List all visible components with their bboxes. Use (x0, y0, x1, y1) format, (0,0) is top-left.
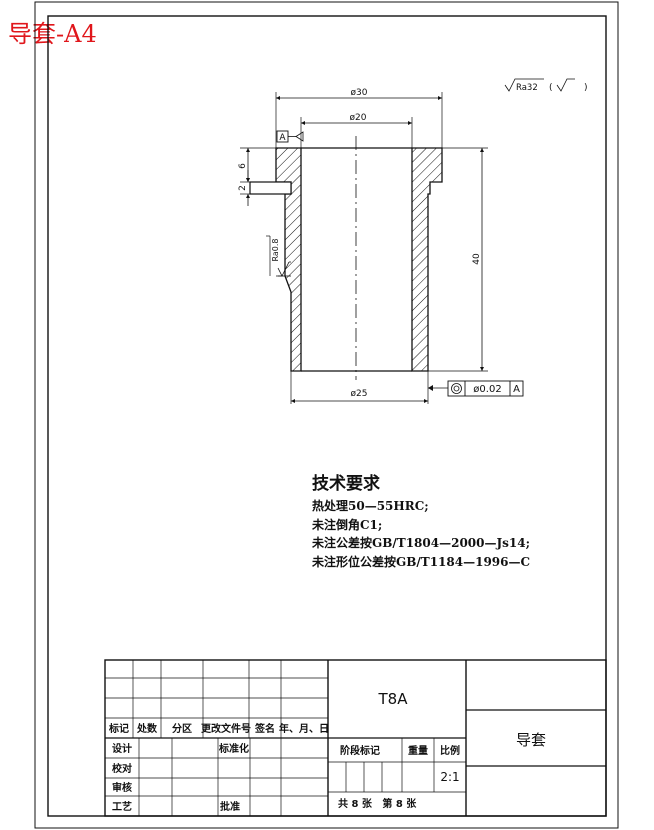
tb-role-review: 审核 (112, 781, 132, 794)
wall-roughness-value: Ra0.8 (271, 238, 280, 261)
tb-stage-mark: 阶段标记 (340, 744, 380, 757)
dim-bottom-dia: ø25 (351, 389, 368, 399)
drawing-caption: 导套-A4 (8, 20, 97, 48)
tb-header-zone: 分区 (172, 722, 192, 735)
coaxiality-outer-circle (451, 383, 462, 394)
tb-scale: 2:1 (440, 770, 459, 784)
technical-requirements: 技术要求 热处理50—55HRC; 未注倒角C1; 未注公差按GB/T1804—… (312, 469, 530, 571)
tb-weight: 重量 (408, 744, 428, 757)
roughness-paren-close: ) (584, 83, 588, 93)
tb-header-mark: 标记 (108, 722, 129, 735)
tb-header-signature: 签名 (254, 722, 275, 735)
dim-inner-dia: ø20 (350, 113, 367, 123)
datum-letter: A (279, 133, 286, 143)
tb-sheets: 共 8 张 第 8 张 (338, 797, 417, 810)
dim-outer-dia: ø30 (351, 88, 368, 98)
tb-role-design: 设计 (112, 742, 132, 755)
tb-header-count: 处数 (136, 722, 158, 735)
tb-scale-label: 比例 (440, 744, 460, 757)
tb-approval: 批准 (220, 800, 240, 813)
tb-header-date: 年、月、日 (279, 722, 329, 735)
tb-role-check: 校对 (112, 762, 132, 775)
tech-requirement-heat: 热处理50—55HRC; (312, 499, 429, 513)
title-block (104, 659, 607, 817)
tech-requirement-tolerance: 未注公差按GB/T1804—2000—Js14; (312, 536, 531, 550)
tb-header-change-doc: 更改文件号 (201, 722, 251, 735)
dim-height: 40 (472, 253, 482, 265)
tb-part-name: 导套 (516, 731, 546, 749)
tolerance-value: ø0.02 (473, 384, 501, 395)
tech-requirements-title: 技术要求 (312, 474, 380, 494)
dim-groove: 2 (238, 185, 248, 191)
tech-requirement-chamfer: 未注倒角C1; (312, 517, 383, 532)
inner-frame (47, 15, 607, 817)
tolerance-frame (447, 380, 524, 397)
general-roughness-symbol (504, 78, 544, 92)
right-wall-section (411, 147, 443, 372)
dim-top-step: 6 (238, 163, 248, 169)
general-roughness-value: Ra32 (516, 83, 538, 93)
coaxiality-inner-circle (453, 385, 460, 392)
tb-material: T8A (378, 690, 409, 708)
tech-requirement-geometric: 未注形位公差按GB/T1184—1996—C (312, 554, 531, 569)
tb-role-process: 工艺 (112, 800, 132, 813)
tolerance-datum: A (513, 384, 520, 395)
outer-frame (34, 1, 619, 829)
groove-ledge (249, 181, 292, 195)
roughness-paren-open: ( (549, 83, 553, 93)
tb-standardization: 标准化 (218, 742, 249, 755)
paren-roughness-symbol (556, 78, 575, 92)
